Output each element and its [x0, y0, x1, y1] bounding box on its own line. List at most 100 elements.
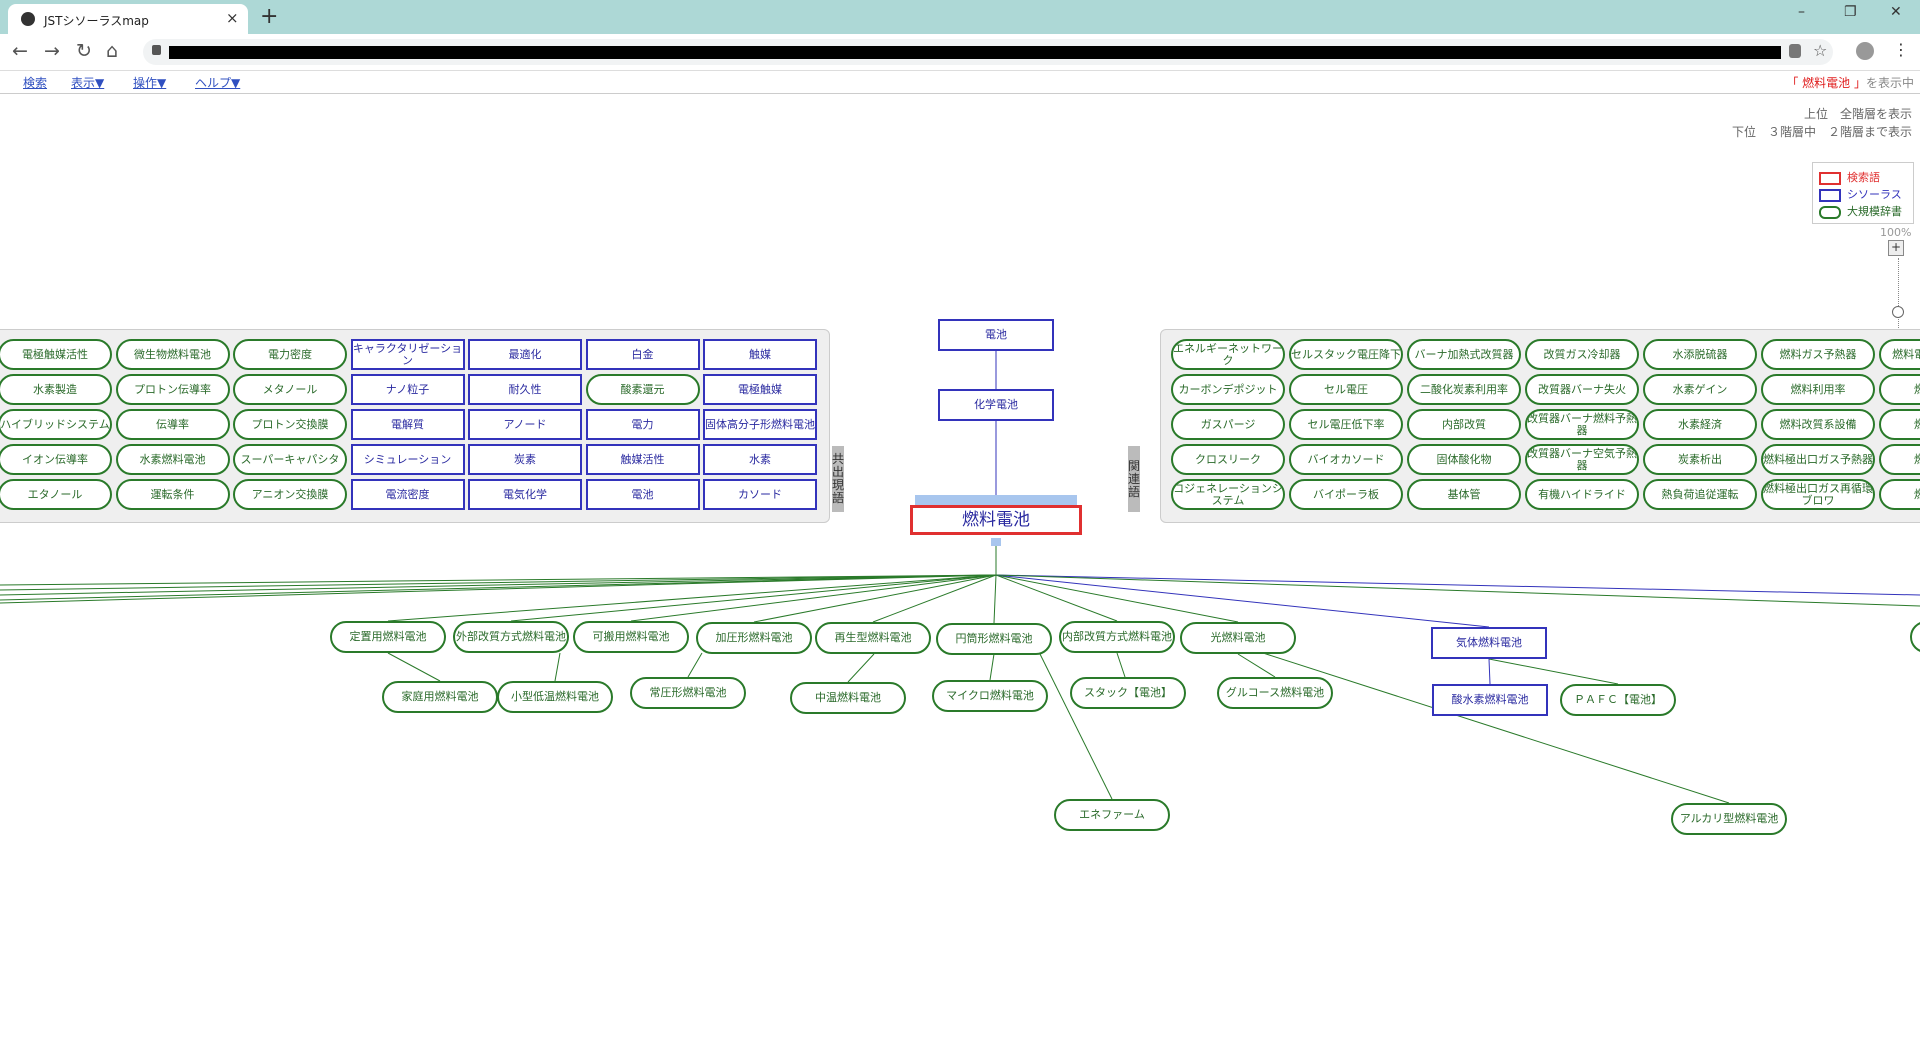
related-term[interactable]: 改質器バーナ失火 — [1525, 374, 1639, 405]
cooccurrence-term[interactable]: イオン伝導率 — [0, 444, 112, 475]
cooccurrence-term[interactable]: 固体高分子形燃料電池 — [703, 409, 817, 440]
cooccurrence-term[interactable]: 微生物燃料電池 — [115, 339, 230, 370]
cooccurrence-term[interactable]: 最適化 — [468, 339, 582, 370]
cooccurrence-term[interactable]: 電極触媒 — [703, 374, 817, 405]
related-term[interactable]: バイポーラ板 — [1289, 479, 1403, 510]
related-terms-tab[interactable]: 関連語 — [1128, 446, 1140, 512]
child-term[interactable]: 外部改質方式燃料電池 — [453, 621, 569, 653]
related-term[interactable]: 燃料利用率 — [1761, 374, 1875, 405]
center-top-handle[interactable] — [915, 495, 1077, 505]
child-term[interactable]: 光燃料電池 — [1180, 622, 1296, 654]
menu-operation[interactable]: 操作▼ — [133, 76, 167, 90]
menu-search[interactable]: 検索 — [23, 76, 48, 90]
forward-arrow-icon[interactable]: → — [44, 40, 60, 62]
menu-help[interactable]: ヘルプ▼ — [195, 76, 241, 90]
cooccurrence-term[interactable]: 電力 — [585, 409, 700, 440]
address-bar[interactable]: ☆ — [143, 39, 1833, 65]
center-expand-handle[interactable] — [991, 538, 1001, 546]
cooccurrence-term[interactable]: 伝導率 — [115, 409, 230, 440]
related-term[interactable]: ガスパージ — [1171, 409, 1285, 440]
child-term[interactable]: 気体燃料電池 — [1431, 627, 1547, 659]
back-arrow-icon[interactable]: ← — [12, 40, 28, 62]
related-term[interactable]: バーナ加熱式改質器 — [1407, 339, 1521, 370]
related-term[interactable]: 基体管 — [1407, 479, 1521, 510]
cooccurrence-term[interactable]: ハイブリッドシステム — [0, 409, 112, 440]
related-term[interactable]: セル電圧低下率 — [1289, 409, 1403, 440]
tab-close-button[interactable]: × — [226, 9, 239, 27]
cooccurrence-term[interactable]: 水素製造 — [0, 374, 112, 405]
related-term[interactable]: エネルギーネットワーク — [1171, 339, 1285, 370]
cooccurrence-term[interactable]: 白金 — [585, 339, 700, 370]
cooccurrence-term[interactable]: 電解質 — [350, 409, 465, 440]
grandchild-term[interactable]: 酸水素燃料電池 — [1432, 684, 1548, 716]
zoom-in-button[interactable]: + — [1888, 240, 1904, 256]
grandchild-term[interactable]: アルカリ型燃料電池 — [1671, 803, 1787, 835]
zoom-slider-thumb[interactable] — [1892, 306, 1904, 318]
related-term[interactable]: 水素ゲイン — [1643, 374, 1757, 405]
restore-button[interactable]: ❐ — [1844, 4, 1857, 20]
related-term[interactable]: 燃料電池 — [1879, 444, 1920, 475]
cooccurrence-term[interactable]: アニオン交換膜 — [233, 479, 347, 510]
related-term[interactable]: 内部改質 — [1407, 409, 1521, 440]
cooccurrence-term[interactable]: プロトン交換膜 — [233, 409, 347, 440]
related-term[interactable]: 燃料電池 — [1879, 409, 1920, 440]
cooccurrence-term[interactable]: スーパーキャパシタ — [233, 444, 347, 475]
related-term[interactable]: 燃料改質系設備 — [1761, 409, 1875, 440]
child-term[interactable]: 内部改質方式燃料電池 — [1059, 621, 1175, 653]
related-term[interactable]: セルスタック電圧降下 — [1289, 339, 1403, 370]
related-term[interactable]: 燃料ガス予熱器 — [1761, 339, 1875, 370]
cooccurrence-term[interactable]: 電流密度 — [350, 479, 465, 510]
grandchild-term[interactable]: マイクロ燃料電池 — [932, 680, 1048, 712]
cooccurrence-term[interactable]: メタノール — [233, 374, 347, 405]
related-term[interactable]: バイオカソード — [1289, 444, 1403, 475]
browser-menu-icon[interactable]: ⋮ — [1893, 40, 1909, 59]
search-term-node[interactable]: 燃料電池 — [910, 505, 1082, 535]
related-term[interactable]: 固体酸化物 — [1407, 444, 1521, 475]
grandchild-term[interactable]: 中温燃料電池 — [790, 682, 906, 714]
home-icon[interactable]: ⌂ — [106, 40, 119, 62]
cooccurrence-term[interactable]: 運転条件 — [115, 479, 230, 510]
extension-icon[interactable] — [1789, 44, 1801, 58]
ancestor-term-chemical-battery[interactable]: 化学電池 — [938, 389, 1054, 421]
related-term[interactable]: 炭素析出 — [1643, 444, 1757, 475]
related-term[interactable]: 燃料電池 — [1879, 479, 1920, 510]
cooccurrence-term[interactable]: 電気化学 — [468, 479, 582, 510]
related-term[interactable]: クロスリーク — [1171, 444, 1285, 475]
cooccurrence-term[interactable]: 電力密度 — [233, 339, 347, 370]
related-term[interactable]: コジェネレーションシステム — [1171, 479, 1285, 510]
cooccurrence-term[interactable]: 耐久性 — [468, 374, 582, 405]
related-term[interactable]: 燃料極出口ガス再循環ブロワ — [1761, 479, 1875, 510]
cooccurrence-term[interactable]: アノード — [468, 409, 582, 440]
grandchild-term[interactable]: エネファーム — [1054, 799, 1170, 831]
cooccurrence-tab[interactable]: 共出現語 — [832, 446, 844, 512]
child-term[interactable]: 再生型燃料電池 — [815, 622, 931, 654]
grandchild-term[interactable]: スタック【電池】 — [1070, 677, 1186, 709]
cooccurrence-term[interactable]: カソード — [703, 479, 817, 510]
child-term[interactable]: 定置用燃料電池 — [330, 621, 446, 653]
grandchild-term[interactable]: 小型低温燃料電池 — [497, 681, 613, 713]
related-term[interactable]: カーボンデポジット — [1171, 374, 1285, 405]
cooccurrence-term[interactable]: 水素 — [703, 444, 817, 475]
cooccurrence-term[interactable]: エタノール — [0, 479, 112, 510]
minimize-button[interactable]: – — [1798, 4, 1805, 20]
related-term[interactable]: 改質ガス冷却器 — [1525, 339, 1639, 370]
child-term[interactable]: 加圧形燃料電池 — [696, 622, 812, 654]
related-term[interactable]: 改質器バーナ空気予熱器 — [1525, 444, 1639, 475]
cooccurrence-term[interactable]: 酸素還元 — [585, 374, 700, 405]
related-term[interactable]: 有機ハイドライド — [1525, 479, 1639, 510]
cooccurrence-term[interactable]: 水素燃料電池 — [115, 444, 230, 475]
window-close-button[interactable]: ✕ — [1890, 4, 1902, 20]
cooccurrence-term[interactable]: キャラクタリゼーション — [350, 339, 465, 370]
grandchild-term[interactable]: 常圧形燃料電池 — [630, 677, 746, 709]
cooccurrence-term[interactable]: 電池 — [585, 479, 700, 510]
related-term[interactable]: 熱負荷追従運転 — [1643, 479, 1757, 510]
related-term[interactable]: 燃料極出口ガス予熱器 — [1761, 444, 1875, 475]
grandchild-term[interactable]: 家庭用燃料電池 — [382, 681, 498, 713]
menu-view[interactable]: 表示▼ — [71, 76, 105, 90]
child-term[interactable]: 可搬用燃料電池 — [573, 621, 689, 653]
cooccurrence-term[interactable]: ナノ粒子 — [350, 374, 465, 405]
related-term[interactable]: 改質器バーナ燃料予熱器 — [1525, 409, 1639, 440]
browser-tab[interactable]: JSTシソーラスmap × — [8, 4, 248, 34]
cooccurrence-term[interactable]: シミュレーション — [350, 444, 465, 475]
related-term[interactable]: 燃料電池 — [1879, 374, 1920, 405]
